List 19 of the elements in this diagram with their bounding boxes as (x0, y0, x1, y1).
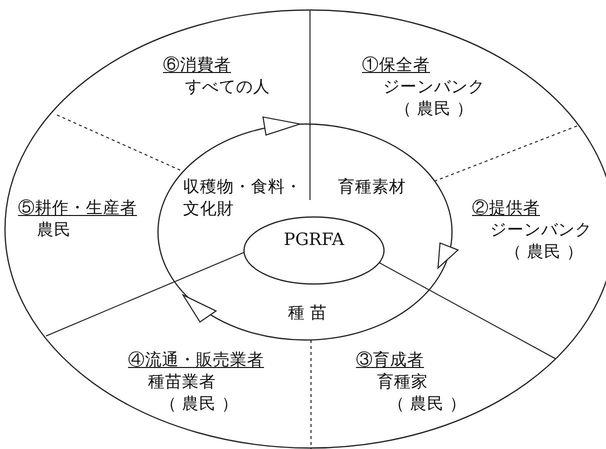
role-text: ジーンバンク (383, 76, 485, 98)
flow-label: 種 苗 (288, 302, 328, 324)
center-ellipse: PGRFA (243, 216, 385, 285)
flow-label: 育種素材 (338, 176, 407, 198)
role-heading: ⑤耕作・生産者 (18, 197, 137, 219)
role-heading: ④流通・販売業者 (128, 349, 264, 371)
role-text: （ 農民 ） (160, 393, 240, 415)
role-text: ジーンバンク (490, 219, 592, 241)
role-text: （ 農民 ） (388, 393, 466, 415)
role-heading: ⑥消費者 (163, 54, 232, 76)
role-text: 種苗業者 (148, 371, 217, 393)
role-heading: ③育成者 (356, 349, 425, 371)
role-text: 育種家 (377, 371, 429, 393)
role-heading: ①保全者 (362, 54, 431, 76)
role-text: すべての人 (185, 76, 270, 98)
role-text: 農民 (37, 219, 72, 241)
role-text: （ 農民 ） (505, 241, 584, 263)
role-heading: ②提供者 (472, 197, 541, 219)
role-text: （ 農民 ） (395, 98, 474, 120)
